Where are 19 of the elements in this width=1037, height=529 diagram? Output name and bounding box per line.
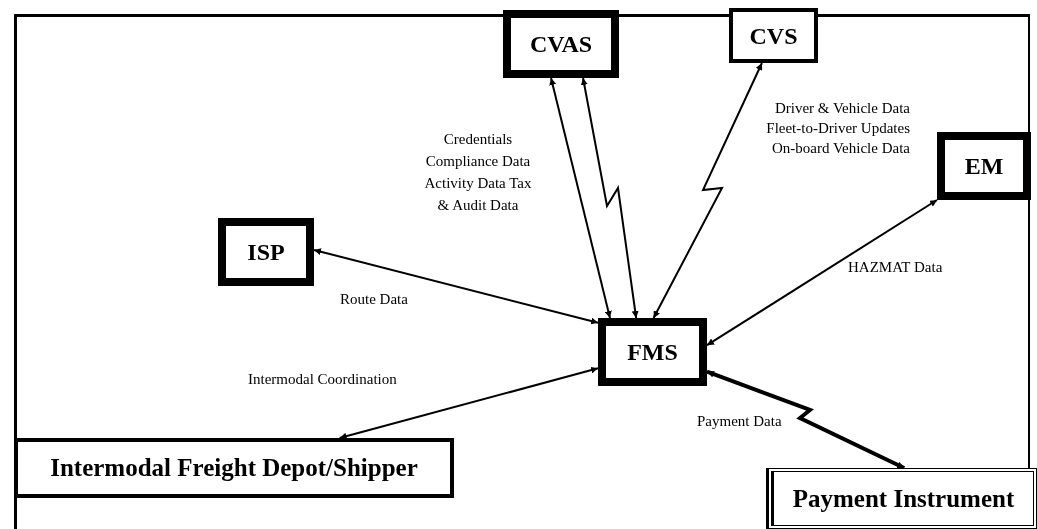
edge-label: Credentials Compliance Data Activity Data Tax & Audit Data	[423, 130, 533, 215]
arrow	[338, 366, 599, 440]
arrow	[313, 248, 599, 325]
edge-label: Driver & Vehicle Data Fleet-to-Driver Updates On-board Vehicle Data	[765, 99, 910, 158]
system-box: ISP	[218, 218, 314, 286]
system-box: CVS	[729, 8, 818, 63]
system-box: Intermodal Freight Depot/Shipper	[14, 438, 454, 498]
zigzag-arrow	[580, 77, 639, 319]
zigzag-arrow	[706, 369, 906, 470]
zigzag-arrow	[652, 62, 763, 319]
system-box: EM	[937, 132, 1031, 200]
edge-label: HAZMAT Data	[848, 258, 943, 277]
edge-label: Route Data	[340, 290, 408, 309]
system-box: Payment Instrument	[766, 468, 1037, 529]
arrow	[549, 77, 612, 319]
system-box: CVAS	[503, 10, 619, 78]
arrow	[706, 199, 938, 347]
edge-label: Intermodal Coordination	[248, 370, 397, 389]
system-box: FMS	[598, 318, 707, 386]
